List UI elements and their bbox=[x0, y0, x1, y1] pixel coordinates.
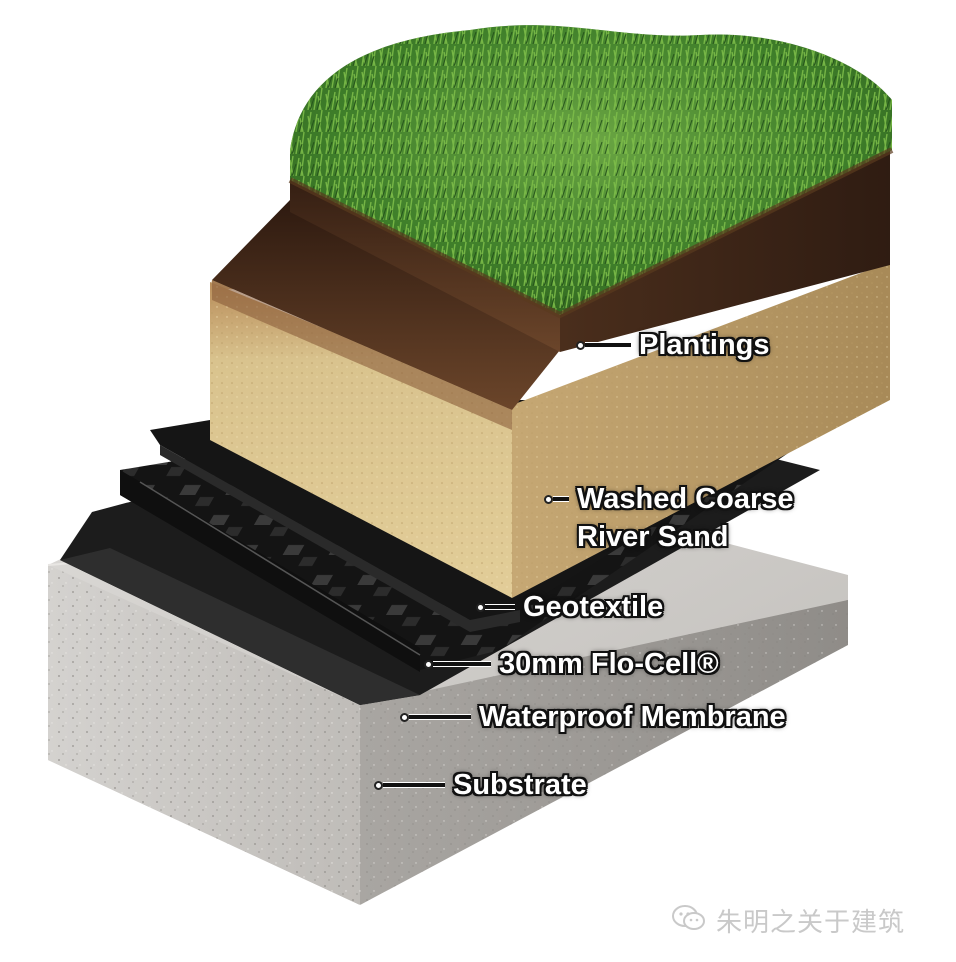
callout-dot bbox=[424, 659, 433, 669]
label-substrate: Substrate bbox=[453, 769, 587, 801]
callout-dot bbox=[400, 712, 409, 722]
callout-dot bbox=[576, 340, 585, 350]
leader-line bbox=[585, 342, 631, 348]
callout-flocell: 30mm Flo-Cell® bbox=[424, 645, 719, 683]
label-sand: Washed Coarse River Sand bbox=[577, 480, 794, 556]
wechat-icon bbox=[672, 904, 706, 937]
leader-line bbox=[485, 604, 515, 610]
label-sand-line1: Washed Coarse bbox=[577, 483, 794, 515]
callout-dot bbox=[374, 780, 383, 790]
leader-line bbox=[383, 782, 445, 788]
callout-substrate: Substrate bbox=[374, 766, 587, 804]
leader-line bbox=[409, 714, 471, 720]
label-geotextile: Geotextile bbox=[523, 591, 664, 623]
callout-sand: Washed Coarse River Sand bbox=[544, 480, 794, 556]
label-sand-line2: River Sand bbox=[577, 521, 729, 553]
callout-dot bbox=[476, 602, 485, 612]
grass-layer bbox=[288, 25, 894, 319]
callout-membrane: Waterproof Membrane bbox=[400, 698, 786, 736]
watermark: 朱明之关于建筑 bbox=[672, 902, 905, 939]
label-flocell: 30mm Flo-Cell® bbox=[499, 648, 719, 680]
callout-dot bbox=[544, 495, 553, 504]
callout-geotextile: Geotextile bbox=[476, 588, 663, 626]
callout-plantings: Plantings bbox=[576, 326, 770, 364]
watermark-text: 朱明之关于建筑 bbox=[716, 908, 906, 938]
leader-line bbox=[553, 496, 569, 502]
label-membrane: Waterproof Membrane bbox=[479, 701, 786, 733]
leader-line bbox=[433, 661, 491, 667]
label-plantings: Plantings bbox=[639, 329, 770, 361]
